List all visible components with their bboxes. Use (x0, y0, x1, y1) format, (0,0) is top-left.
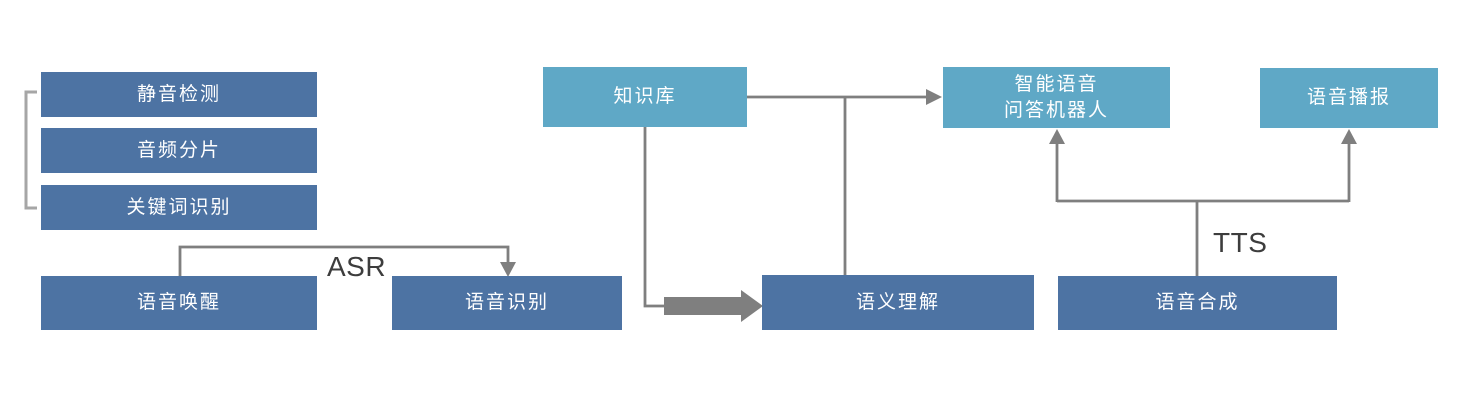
group-bracket (24, 90, 37, 210)
kb-to-qarobot-arrowhead (926, 89, 942, 105)
node-voice-wakeup: 语音唤醒 (41, 276, 317, 330)
node-qa-robot: 智能语音 问答机器人 (943, 67, 1170, 128)
node-knowledge-base: 知识库 (543, 67, 747, 127)
thick-arrow-to-semantic (664, 290, 763, 322)
node-speech-recognition: 语音识别 (392, 276, 622, 330)
node-keyword-recognition: 关键词识别 (41, 185, 317, 230)
node-audio-segmentation: 音频分片 (41, 128, 317, 173)
node-voice-broadcast: 语音播报 (1260, 68, 1438, 128)
asr-connector-line (178, 245, 510, 276)
asr-label: ASR (327, 251, 387, 282)
tts-left-arrowhead-up (1049, 129, 1065, 144)
tts-label: TTS (1213, 227, 1268, 258)
asr-arrowhead-down (500, 262, 516, 277)
node-silence-detection: 静音检测 (41, 72, 317, 117)
node-speech-synthesis: 语音合成 (1058, 276, 1337, 330)
kb-down-elbow-line (643, 127, 666, 308)
tts-right-arrowhead-up (1341, 129, 1357, 144)
node-semantic-understanding: 语义理解 (762, 275, 1034, 330)
